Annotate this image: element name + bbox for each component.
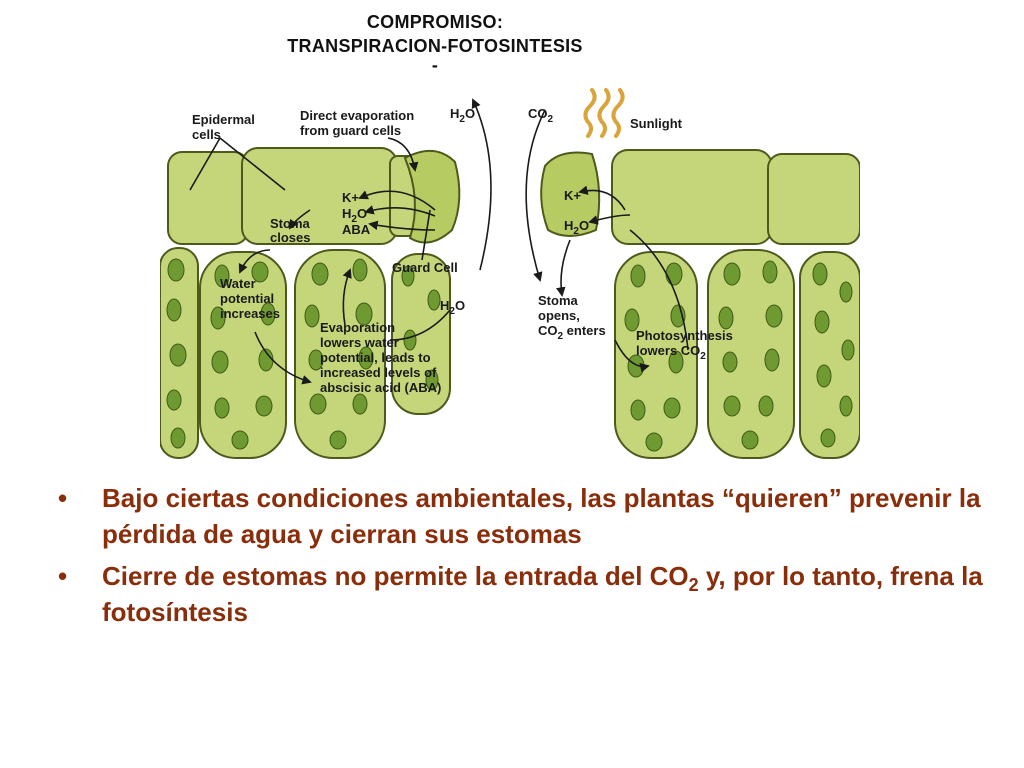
bullet-text-2-after: y, por lo tanto, frena la fotosíntesis [102, 561, 983, 627]
label-h2o-mid-sub: 2 [351, 214, 357, 225]
label-h2o-lower-o: O [455, 298, 465, 313]
label-guard-cell: Guard Cell [392, 260, 458, 275]
label-photosynthesis-2: lowers CO [636, 343, 700, 358]
bullet-item-2: • Cierre de estomas no permite la entrad… [58, 558, 998, 630]
label-h2o-lower-h: H [440, 298, 449, 313]
label-h2o-top-o: O [465, 106, 475, 121]
figure-title-line2: TRANSPIRACION-FOTOSINTESIS [287, 36, 583, 56]
label-stoma-closes-2: closes [270, 230, 310, 245]
label-evaporation-3: potential, leads to [320, 350, 431, 365]
label-h2o-mid-o: O [357, 206, 367, 221]
bullet-list: • Bajo ciertas condiciones ambientales, … [58, 480, 998, 636]
bullet-text-2-sub: 2 [688, 575, 699, 596]
left-arrows [189, 98, 492, 385]
label-k-left: K+ [342, 190, 359, 205]
label-photosynthesis-sub: 2 [700, 351, 706, 362]
right-arrows [525, 109, 689, 373]
label-stoma-opens-1: Stoma [538, 293, 579, 308]
bullet-mark-1: • [58, 483, 68, 513]
left-guard-cell [403, 150, 461, 244]
label-sunlight: Sunlight [630, 116, 683, 131]
label-h2o-lower-sub: 2 [449, 306, 455, 317]
label-epidermal-2: cells [192, 127, 221, 142]
figure-title-line1: COMPROMISO: [366, 12, 504, 32]
label-water-potential-1: Water [220, 276, 256, 291]
bullet-text-1: Bajo ciertas condiciones ambientales, la… [102, 483, 981, 549]
bullet-mark-2: • [58, 561, 68, 591]
svg-text:CO2: CO2 [528, 106, 554, 125]
label-evaporation-1: Evaporation [320, 320, 395, 335]
label-h2o-top-h: H [450, 106, 459, 121]
label-evaporation-4: increased levels of [320, 365, 437, 380]
figure-title-line3: - [431, 55, 439, 75]
label-co2-top-sub: 2 [548, 114, 554, 125]
svg-text:H2O: H2O [450, 106, 475, 125]
label-co2-top: CO [528, 106, 548, 121]
label-water-potential-3: increases [220, 306, 280, 321]
bullet-text-2-before: Cierre de estomas no permite la entrada … [102, 561, 689, 591]
left-chloroplasts [166, 258, 441, 450]
label-direct-evap-1: Direct evaporation [300, 108, 414, 123]
bullet-item-1: • Bajo ciertas condiciones ambientales, … [58, 480, 998, 552]
svg-text:H2O: H2O [564, 218, 589, 237]
label-photosynthesis-1: Photosynthesis [636, 328, 733, 343]
label-stoma-closes-1: Stoma [270, 216, 311, 231]
label-aba: ABA [342, 222, 371, 237]
label-direct-evap-2: from guard cells [300, 123, 401, 138]
svg-text:H2O: H2O [342, 206, 367, 225]
left-epidermis [167, 147, 417, 245]
label-stoma-opens-tail: enters [563, 323, 606, 338]
label-h2o-top-sub: 2 [459, 114, 465, 125]
label-epidermal-1: Epidermal [192, 112, 255, 127]
label-h2o-mid-h: H [342, 206, 351, 221]
label-h2o-right-sub: 2 [573, 226, 579, 237]
label-evaporation-2: lowers water [320, 335, 399, 350]
label-h2o-right-o: O [579, 218, 589, 233]
label-stoma-opens-3: CO [538, 323, 558, 338]
right-epidermis [540, 149, 860, 245]
figure-title: COMPROMISO: TRANSPIRACION-FOTOSINTESIS - [200, 10, 670, 75]
label-stoma-opens-2: opens, [538, 308, 580, 323]
label-stoma-opens-sub: 2 [558, 331, 564, 342]
sunlight-icon [583, 88, 625, 138]
label-h2o-right-h: H [564, 218, 573, 233]
label-k-right: K+ [564, 188, 581, 203]
right-chloroplasts [624, 260, 855, 452]
label-water-potential-2: potential [220, 291, 274, 306]
svg-text:H2O: H2O [440, 298, 465, 317]
label-evaporation-5: abscisic acid (ABA) [320, 380, 441, 395]
